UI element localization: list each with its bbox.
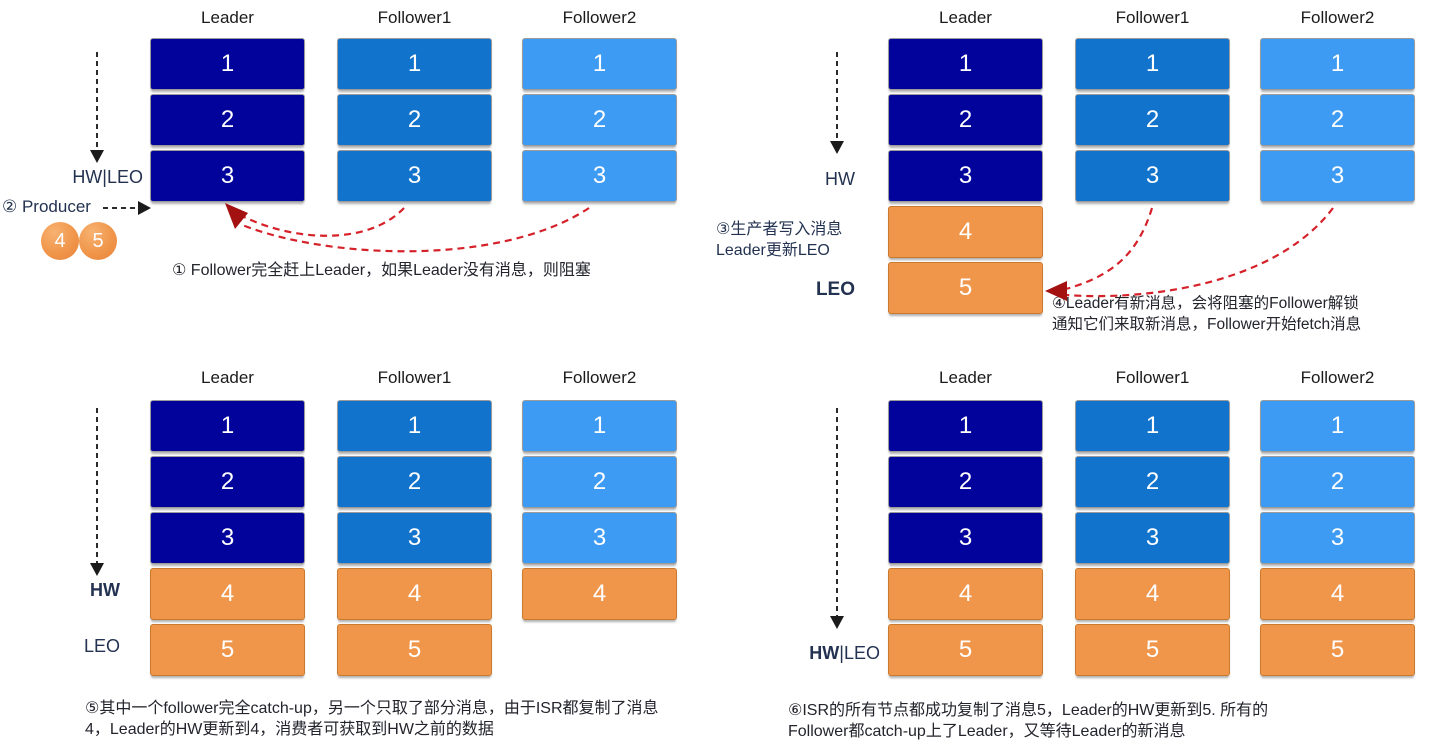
column-header-leader: Leader	[939, 8, 992, 27]
leader-column: 1 2 3	[150, 38, 305, 202]
message-block: 3	[522, 150, 677, 202]
offset-pointer-arrow	[830, 408, 844, 629]
leader-column: 1 2 3 4 5	[888, 38, 1043, 314]
message-block: 3	[522, 512, 677, 564]
offset-pointer-arrow	[830, 52, 844, 154]
message-block: 2	[1075, 94, 1230, 146]
caption-step4: ⑥ISR的所有节点都成功复制了消息5，Leader的HW更新到5. 所有的 Fo…	[788, 702, 1269, 740]
message-block: 2	[888, 94, 1043, 146]
column-header-leader: Leader	[201, 368, 254, 387]
hw-label: HW	[809, 643, 840, 663]
message-block-new: 5	[150, 624, 305, 676]
column-header-follower1: Follower1	[1115, 368, 1190, 387]
message-block-new: 4	[337, 568, 492, 620]
follower2-column: 1 2 3 4	[522, 400, 677, 620]
message-block: 3	[1260, 512, 1415, 564]
message-block-new: 4	[888, 206, 1043, 258]
message-block: 3	[150, 512, 305, 564]
message-block: 2	[522, 456, 677, 508]
message-block: 1	[1260, 400, 1415, 452]
caption-step1: ① Follower完全赶上Leader，如果Leader没有消息，则阻塞	[172, 262, 591, 279]
message-block-new: 4	[522, 568, 677, 620]
offset-pointer-arrow	[90, 408, 104, 576]
message-block: 3	[337, 512, 492, 564]
fetch-request-arrow	[225, 203, 590, 253]
message-block-new: 4	[1075, 568, 1230, 620]
message-block-new: 5	[888, 262, 1043, 314]
column-header-follower2: Follower2	[1300, 8, 1375, 27]
column-header-follower1: Follower1	[1115, 8, 1190, 27]
message-block: 2	[337, 94, 492, 146]
message-block: 3	[150, 150, 305, 202]
message-block-new: 4	[888, 568, 1043, 620]
leader-column: 1 2 3 4 5	[888, 400, 1043, 676]
leo-label: LEO	[83, 636, 120, 656]
message-block: 1	[150, 38, 305, 90]
leo-suffix-label: |LEO	[839, 643, 880, 663]
message-block: 3	[888, 512, 1043, 564]
leo-label: LEO	[815, 279, 855, 300]
message-block: 1	[1075, 38, 1230, 90]
message-block: 1	[337, 38, 492, 90]
message-block: 2	[1260, 94, 1415, 146]
column-header-follower1: Follower1	[377, 368, 452, 387]
column-header-follower2: Follower2	[562, 8, 637, 27]
follower2-column: 1 2 3 4 5	[1260, 400, 1415, 676]
message-block: 3	[337, 150, 492, 202]
message-block: 3	[1260, 150, 1415, 202]
pending-message-5: 5	[79, 222, 117, 260]
caption-step2: ④Leader有新消息，会将阻塞的Follower解锁 通知它们来取新消息，Fo…	[1052, 295, 1362, 333]
message-block-new: 5	[1075, 624, 1230, 676]
producer-label: ② Producer	[2, 197, 91, 216]
pending-message-4: 4	[41, 222, 79, 260]
message-block: 1	[150, 400, 305, 452]
message-block: 1	[1075, 400, 1230, 452]
message-block: 1	[337, 400, 492, 452]
column-header-follower1: Follower1	[377, 8, 452, 27]
caption-step3: ⑤其中一个follower完全catch-up，另一个只取了部分消息，由于ISR…	[85, 700, 659, 738]
follower1-column: 1 2 3	[337, 38, 492, 202]
hw-label: HW	[90, 580, 120, 600]
message-block: 3	[888, 150, 1043, 202]
message-block: 3	[1075, 150, 1230, 202]
follower1-column: 1 2 3 4 5	[337, 400, 492, 676]
follower1-column: 1 2 3	[1075, 38, 1230, 202]
column-header-follower2: Follower2	[1300, 368, 1375, 387]
message-block: 1	[1260, 38, 1415, 90]
leader-column: 1 2 3 4 5	[150, 400, 305, 676]
column-header-leader: Leader	[939, 368, 992, 387]
producer-write-note: ③生产者写入消息 Leader更新LEO	[716, 221, 843, 259]
message-block-new: 4	[150, 568, 305, 620]
message-block: 2	[150, 94, 305, 146]
follower2-column: 1 2 3	[1260, 38, 1415, 202]
column-header-follower2: Follower2	[562, 368, 637, 387]
hw-label: HW	[825, 169, 855, 189]
message-block: 3	[1075, 512, 1230, 564]
message-block-new: 5	[1260, 624, 1415, 676]
producer-arrow	[103, 201, 151, 215]
message-block: 1	[522, 400, 677, 452]
follower2-column: 1 2 3	[522, 38, 677, 202]
follower1-column: 1 2 3 4 5	[1075, 400, 1230, 676]
message-block: 2	[1075, 456, 1230, 508]
fetch-request-arrow	[1045, 207, 1334, 301]
hw-leo-label: HW|LEO	[72, 167, 143, 187]
message-block-new: 4	[1260, 568, 1415, 620]
message-block: 2	[337, 456, 492, 508]
message-block: 2	[888, 456, 1043, 508]
message-block: 1	[888, 400, 1043, 452]
message-block: 2	[522, 94, 677, 146]
message-block: 2	[150, 456, 305, 508]
message-block-new: 5	[888, 624, 1043, 676]
message-block: 2	[1260, 456, 1415, 508]
message-block: 1	[522, 38, 677, 90]
column-header-leader: Leader	[201, 8, 254, 27]
message-block-new: 5	[337, 624, 492, 676]
message-block: 1	[888, 38, 1043, 90]
hw-leo-label: HW|LEO	[745, 643, 880, 664]
offset-pointer-arrow	[90, 52, 104, 163]
